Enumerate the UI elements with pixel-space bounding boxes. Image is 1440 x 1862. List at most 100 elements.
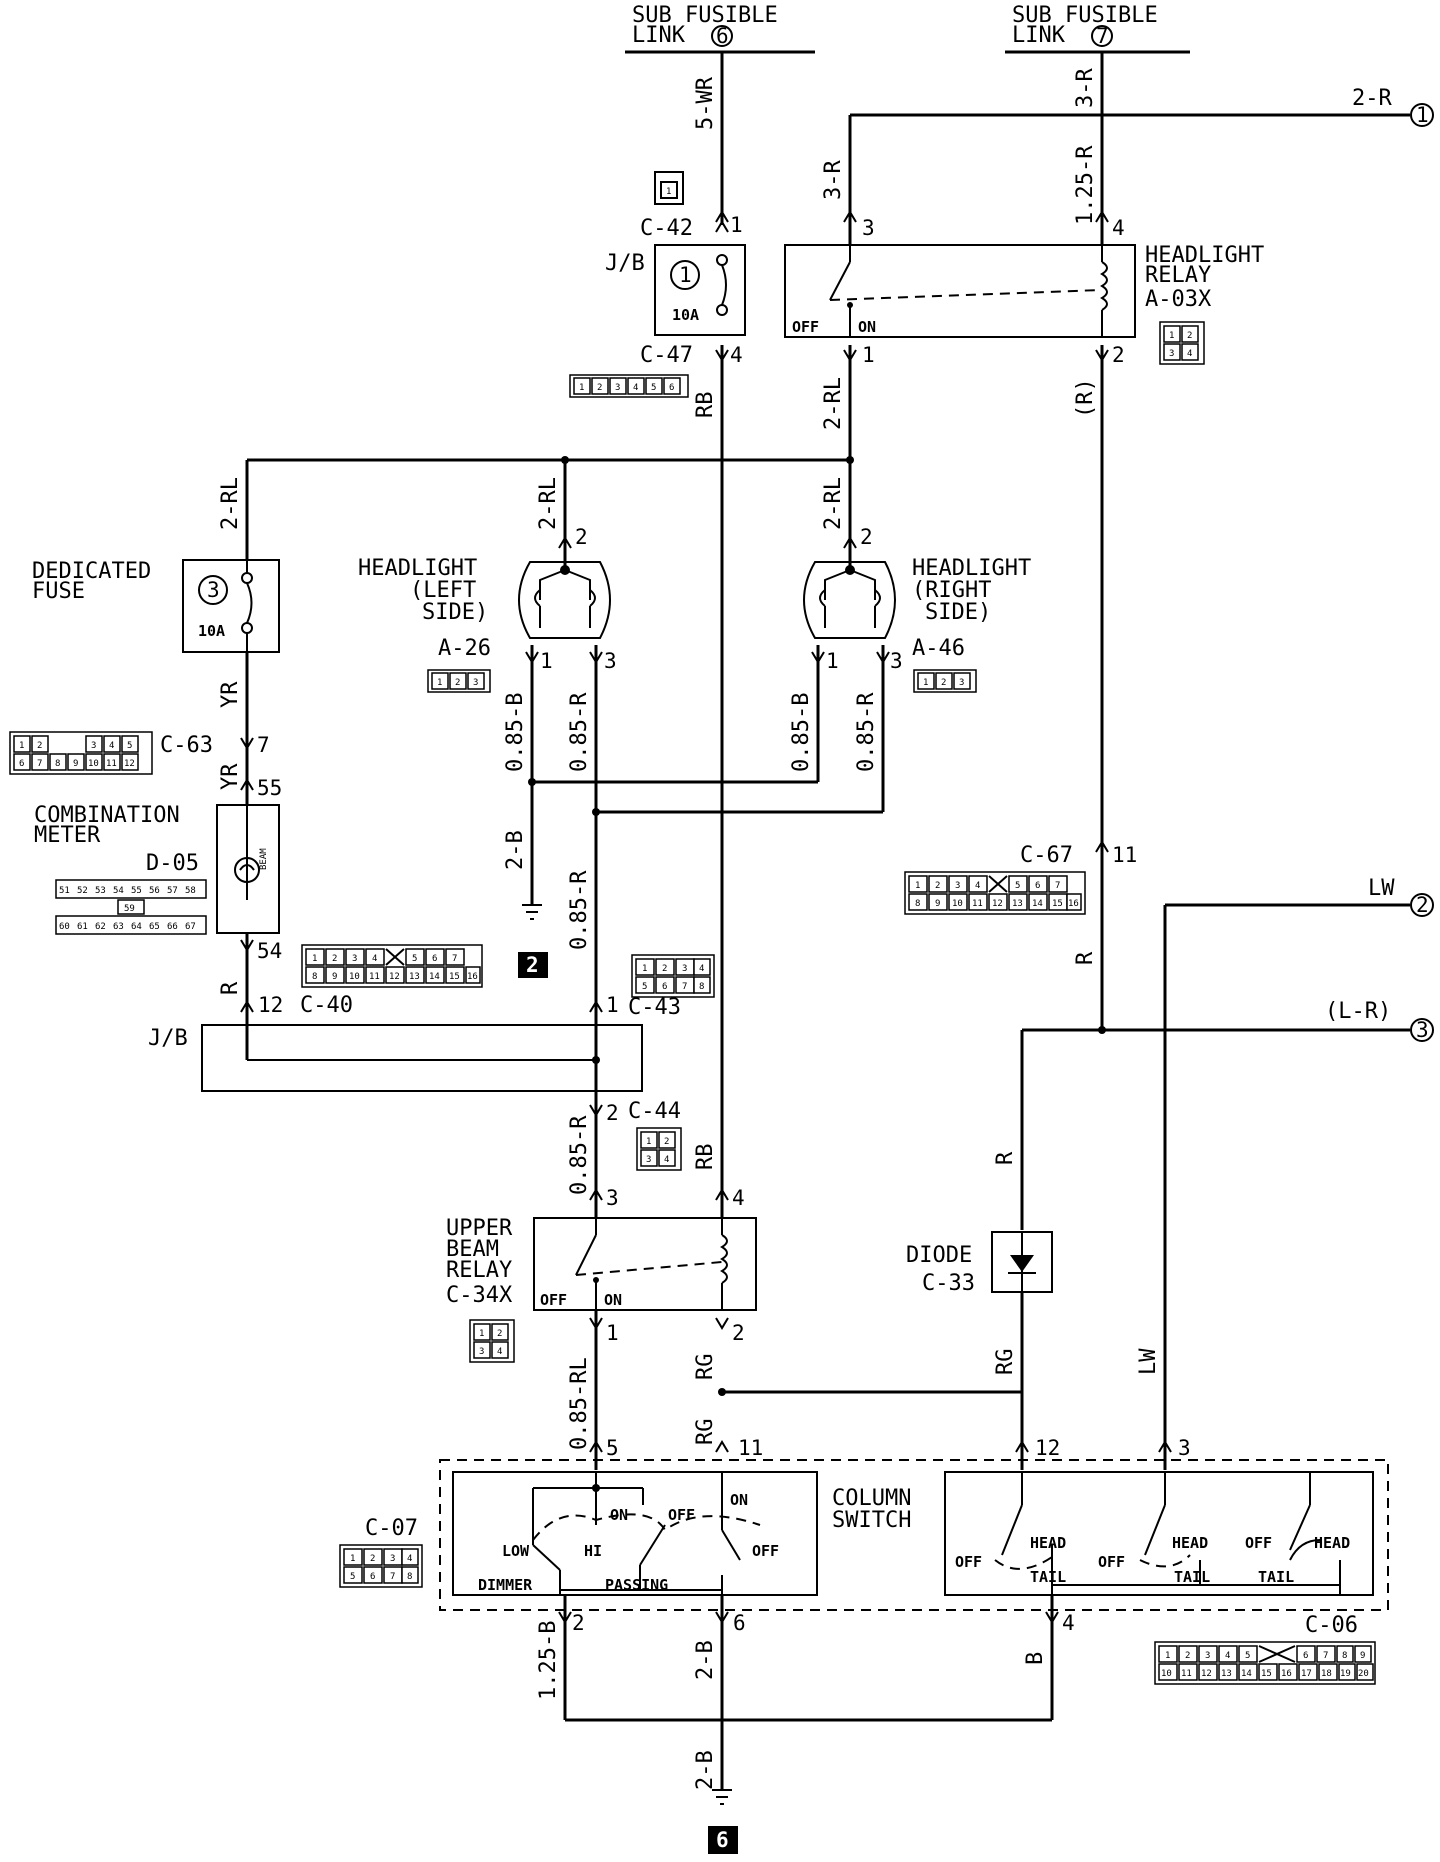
pin-number: 7 (257, 733, 270, 757)
connector-pin: 55 (131, 886, 142, 896)
connector-code: C-44 (628, 1099, 681, 1124)
component-name: DIODE (906, 1243, 972, 1268)
connector-pin: 9 (935, 899, 940, 909)
connector-pin: 7 (1055, 881, 1060, 891)
wire-label: 0.85-R (567, 870, 592, 950)
switch-state: OFF (955, 1553, 982, 1571)
connector-code: C-40 (300, 993, 353, 1018)
connector-pin: 2 (941, 678, 946, 688)
connector-pin: 1 (1165, 1651, 1170, 1661)
connector-pin: 3 (1205, 1651, 1210, 1661)
wire-label: 2-RL (218, 477, 243, 530)
connector-pin: 2 (370, 1554, 375, 1564)
switch-position-label: DIMMER (478, 1576, 533, 1594)
switch-state: ON (730, 1491, 748, 1509)
pin-number: 1 (540, 649, 553, 673)
pin-number: 2 (606, 1101, 619, 1125)
connector-pin: 5 (1245, 1651, 1250, 1661)
wire-label: 5-WR (693, 76, 718, 130)
switch-state: HEAD (1314, 1534, 1350, 1552)
switch-state: TAIL (1258, 1568, 1294, 1586)
connector-pin: 10 (1161, 1669, 1172, 1679)
wire-label: 0.85-R (854, 692, 879, 772)
wire-label: 0.85-RL (567, 1357, 592, 1450)
wire-label: 1.25-B (536, 1621, 561, 1700)
headlight-left: HEADLIGHT (LEFT SIDE) 2 1 3 A-26 (358, 525, 617, 673)
pin-number: 2 (1112, 343, 1125, 367)
component-code: A-03X (1145, 287, 1212, 312)
pin-number: 3 (604, 649, 617, 673)
connector-pin: 14 (1032, 899, 1043, 909)
wire-label: YR (218, 681, 243, 708)
connector-pin: 6 (1303, 1651, 1308, 1661)
pin-number: 5 (606, 1436, 619, 1460)
switch-state: HI (584, 1542, 602, 1560)
connector-pin: 12 (389, 972, 400, 982)
connector-pin: 4 (664, 1155, 669, 1165)
connector-c63: 1 2 3 4 5 6 7 8 9 10 11 12 (9, 731, 153, 775)
connector-pin: 4 (372, 954, 377, 964)
connector-pin: 2 (497, 1329, 502, 1339)
pin-number: 1 (606, 1321, 619, 1345)
connector-pin: 5 (412, 954, 417, 964)
switch-state: LOW (502, 1542, 530, 1560)
wire-label: 0.85-R (567, 1115, 592, 1195)
connector-pin: 16 (1068, 899, 1079, 909)
pin-number: 4 (1062, 1611, 1075, 1635)
source-link-number: 6 (716, 24, 729, 48)
connector-pin: 1 (1169, 331, 1174, 341)
junction-block-fuse-1: J/B 1 10A C-42 1 C-47 4 1 (605, 171, 746, 368)
connector-pin: 4 (1225, 1651, 1230, 1661)
connector-pin: 1 (923, 678, 928, 688)
wire-label: RG (693, 1354, 718, 1381)
component-name-line3: SIDE) (925, 600, 991, 625)
connector-pin: 8 (1342, 1651, 1347, 1661)
wire-label: R (218, 981, 243, 995)
wire-label: 3-R (1073, 68, 1098, 108)
wire-label: 2-RL (821, 477, 846, 530)
connector-pin: 12 (1201, 1669, 1212, 1679)
connector-pin: 7 (682, 982, 687, 992)
connector-pin: 3 (615, 383, 620, 393)
connector-pin: 16 (467, 972, 478, 982)
component-name: J/B (605, 251, 645, 276)
connector-pin: 4 (975, 881, 980, 891)
pin-number: 2 (860, 525, 873, 549)
pin-number: 2 (572, 1611, 585, 1635)
connector-pin: 5 (642, 982, 647, 992)
connector-pin: 3 (646, 1155, 651, 1165)
connector-c43: 1 2 3 4 5 6 7 8 (631, 954, 715, 998)
connector-pin: 6 (370, 1572, 375, 1582)
component-code: A-46 (912, 636, 965, 661)
wire-label: (L-R) (1325, 999, 1391, 1024)
switch-state: ON (610, 1506, 628, 1524)
component-code: D-05 (146, 851, 199, 876)
pin-number: 4 (1112, 216, 1125, 240)
connector-pin: 54 (113, 886, 124, 896)
connector-pin: 14 (1241, 1669, 1252, 1679)
connector-pin: 5 (1015, 881, 1020, 891)
offpage-number: 1 (1416, 103, 1429, 127)
offpage-number: 2 (1416, 893, 1429, 917)
connector-pin: 3 (682, 964, 687, 974)
connector-pin: 1 (437, 678, 442, 688)
connector-c67-label: C-67 11 (1020, 843, 1137, 868)
pin-number: 54 (257, 939, 282, 963)
connector-pin: 2 (664, 1137, 669, 1147)
component-name-line3: SIDE) (422, 600, 488, 625)
wire-label: 0.85-R (567, 692, 592, 772)
connector-pin: 10 (88, 759, 99, 769)
wire-label: RG (693, 1419, 718, 1446)
connector-pin: 13 (409, 972, 420, 982)
connector-pin: 1 (915, 881, 920, 891)
connector-a46: 1 2 3 (913, 669, 977, 693)
connector-pin: 65 (149, 922, 160, 932)
connector-pin: 8 (915, 899, 920, 909)
connector-pin: 14 (429, 972, 440, 982)
headlight-right: 2 1 3 HEADLIGHT (RIGHT SIDE) A-46 (803, 525, 1031, 673)
connector-pin: 3 (1169, 349, 1174, 359)
pin-number: 11 (738, 1436, 763, 1460)
pin-number: 3 (862, 216, 875, 240)
connector-pin: 2 (1187, 331, 1192, 341)
